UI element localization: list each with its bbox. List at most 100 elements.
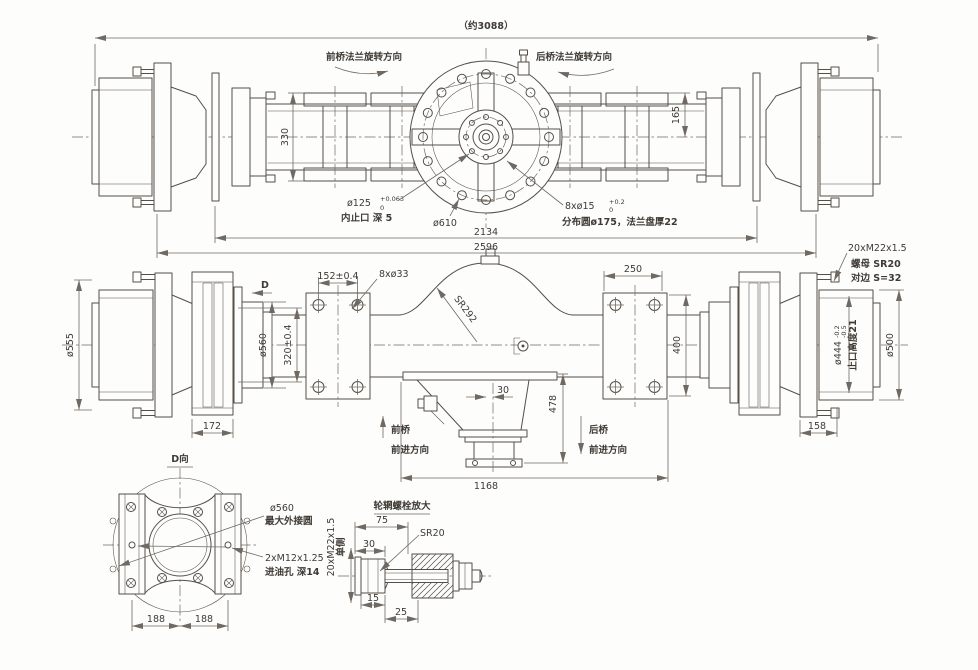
stud-callout: 20xM22x1.5 螺母 SR20 对边 S=32 xyxy=(833,243,907,284)
left-wheel-front xyxy=(91,271,273,419)
sr-292-callout: SR292 xyxy=(436,287,479,343)
dim-15-label: 15 xyxy=(367,593,379,604)
dim-165: 165 xyxy=(668,92,690,137)
oil-holes-label: 2xM12x1.25 xyxy=(265,553,324,564)
flats-note-label: 对边 S=32 xyxy=(851,272,901,284)
dim-330-label: 330 xyxy=(280,128,291,146)
dim-152: 152±0.4 xyxy=(317,271,359,298)
breather-symbol xyxy=(513,337,529,355)
dia-500-label: ø500 xyxy=(885,333,896,357)
dim-30-label: 30 xyxy=(497,385,509,396)
dim-165-label: 165 xyxy=(671,106,682,124)
dim-30-detail: 30 xyxy=(355,539,386,557)
holes-note-label: 分布圆ø175，法兰盘厚22 xyxy=(562,216,678,228)
dim-158: 158 xyxy=(799,408,838,437)
d-view: D向 ø560 最大外接圆 2xM12x1.25 进油孔 深14 188 188 xyxy=(103,453,324,631)
dia-610-callout: ø610 xyxy=(433,198,460,229)
holes-tol-lower: 0 xyxy=(609,206,613,214)
dim-188-left-label: 188 xyxy=(147,614,165,625)
holes-label: 8xø15 xyxy=(565,201,595,212)
front-axle-label: 前桥 xyxy=(391,424,411,436)
dim-dia-500: ø500 xyxy=(879,289,904,401)
nut-note-label: 螺母 SR20 xyxy=(851,258,901,270)
dim-25-label: 25 xyxy=(395,607,407,618)
holes-tol-upper: +0.2 xyxy=(609,198,625,206)
dim-dia-560: ø560 xyxy=(258,301,286,389)
dia-560-callout: ø560 最大外接圆 xyxy=(118,503,313,567)
dia-444-label: ø444 xyxy=(833,341,844,365)
studs-label: 20xM22x1.5 xyxy=(848,243,907,254)
bore-note-label: 内止口 深 5 xyxy=(341,212,392,224)
bore-tol-lower: 0 xyxy=(380,204,384,212)
top-view: （约3088） 前桥法兰旋转方向 后桥法兰旋转方向 330 165 ø125 +… xyxy=(72,20,902,258)
dia-555-label: ø555 xyxy=(65,333,76,357)
flange-holes-callout: 8xø15 +0.2 0 分布圆ø175，法兰盘厚22 xyxy=(506,160,678,228)
dia-444-tol-lower: -0.5 xyxy=(840,325,848,338)
detail-studs-label: 20xM22x1.5 xyxy=(326,518,337,577)
bolt-detail-title: 轮辋螺栓放大 xyxy=(373,500,431,512)
oil-hole-callout: 2xM12x1.25 进油孔 深14 xyxy=(137,543,324,578)
sr-292-label: SR292 xyxy=(451,294,478,325)
rotation-arrow-icon xyxy=(557,68,615,78)
sr-20-label: SR20 xyxy=(420,528,445,539)
dim-1168-label: 1168 xyxy=(474,481,498,492)
dim-dia-444: ø444 -0.2 -0.5 止口高度21 xyxy=(833,296,859,393)
differential-housing xyxy=(409,49,563,214)
holes-33-label: 8xø33 xyxy=(379,269,409,280)
dim-478: 478 xyxy=(524,373,568,464)
dim-15: 15 xyxy=(360,593,386,609)
holes-33-callout: 8xø33 xyxy=(351,269,409,310)
dim-250-label: 250 xyxy=(624,264,642,275)
dim-2596-label: 2596 xyxy=(474,242,498,253)
dim-188-pair: 188 188 xyxy=(131,600,229,631)
rear-dir-label: 前进方向 xyxy=(589,444,627,456)
dim-158-label: 158 xyxy=(808,421,826,432)
sr-20-callout: SR20 xyxy=(379,528,445,572)
d-view-arrow: D xyxy=(252,280,272,296)
rear-axle-label: 后桥 xyxy=(589,424,609,436)
dim-152-label: 152±0.4 xyxy=(317,271,358,282)
dim-250: 250 xyxy=(603,264,663,291)
dim-320: 320±0.4 xyxy=(238,307,302,383)
dim-172: 172 xyxy=(191,419,234,438)
front-rotation-label: 前桥法兰旋转方向 xyxy=(326,51,402,63)
dim-1168: 1168 xyxy=(400,382,669,492)
dim-478-label: 478 xyxy=(548,395,559,413)
stud-count-callout: 20xM22x1.5 单侧 xyxy=(326,518,354,603)
dia-444-tol-upper: -0.2 xyxy=(833,325,841,338)
dim-75-label: 75 xyxy=(376,515,388,526)
dim-188-right-label: 188 xyxy=(195,614,213,625)
dim-30-detail-label: 30 xyxy=(363,539,375,550)
dim-overall-length: （约3088） xyxy=(94,20,879,86)
front-direction-note: 前桥 前进方向 xyxy=(380,416,429,456)
bore-dia-label: ø125 xyxy=(347,198,371,209)
overall-length-label: （约3088） xyxy=(459,20,514,32)
dim-330: 330 xyxy=(280,92,304,182)
dim-400: 400 xyxy=(669,294,691,397)
rotation-arrow-icon xyxy=(334,66,389,77)
bore-callout: ø125 +0.063 0 内止口 深 5 xyxy=(341,153,470,224)
housing-dome xyxy=(399,262,573,316)
dia-610-label: ø610 xyxy=(433,218,457,229)
right-spring-plate xyxy=(602,284,668,408)
dia-560-label: ø560 xyxy=(258,333,269,357)
front-dir-label: 前进方向 xyxy=(391,444,429,456)
dim-2134: 2134 xyxy=(214,206,758,243)
front-flange-rotation: 前桥法兰旋转方向 xyxy=(326,51,402,77)
left-spring-plate xyxy=(305,284,371,408)
bolt-geometry xyxy=(354,553,483,599)
rim-bolt-detail: 轮辋螺栓放大 75 30 SR20 15 25 xyxy=(326,500,492,623)
bore-tol-upper: +0.063 xyxy=(380,195,404,203)
dim-320-label: 320±0.4 xyxy=(283,324,294,365)
breather-fitting xyxy=(517,49,530,76)
front-view: ø555 D ø560 320±0.4 172 152±0.4 8xø33 SR… xyxy=(62,243,908,492)
dim-172-label: 172 xyxy=(203,421,221,432)
lower-gear-housing xyxy=(402,371,558,472)
dim-30-offset: 30 xyxy=(466,385,513,400)
dia-560-label: ø560 xyxy=(270,503,294,514)
dia-560-note: 最大外接圆 xyxy=(265,515,313,527)
rear-flange-rotation: 后桥法兰旋转方向 xyxy=(536,51,615,78)
dim-dia-555: ø555 xyxy=(65,279,92,411)
